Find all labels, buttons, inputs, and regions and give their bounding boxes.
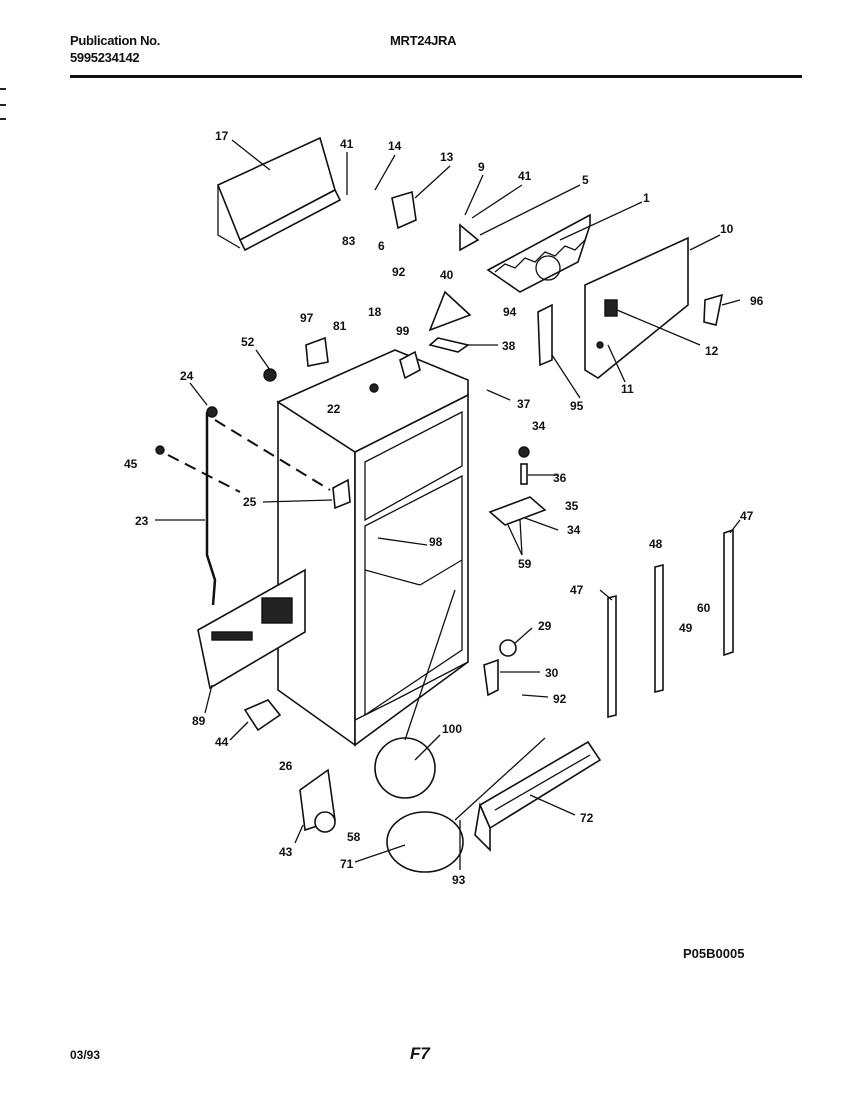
callout-label: 94 bbox=[503, 305, 517, 319]
callout-label: 5 bbox=[582, 173, 589, 187]
callout-label: 17 bbox=[215, 129, 229, 143]
callout-label: 35 bbox=[565, 499, 579, 513]
callout-label: 99 bbox=[396, 324, 410, 338]
callout-label: 89 bbox=[192, 714, 206, 728]
callout-label: 49 bbox=[679, 621, 693, 635]
callout-label: 1 bbox=[643, 191, 650, 205]
publication-number: 5995234142 bbox=[70, 50, 140, 65]
callout-label: 12 bbox=[705, 344, 719, 358]
callout-label: 45 bbox=[124, 457, 138, 471]
callout-label: 26 bbox=[279, 759, 293, 773]
callout-labels: 17 41 14 13 9 41 5 1 10 83 6 92 40 96 94… bbox=[124, 129, 764, 887]
cabinet-drawing bbox=[276, 349, 469, 747]
mounting-plate-drawing bbox=[197, 568, 306, 690]
callout-leaders bbox=[155, 139, 741, 870]
tube-drawing bbox=[205, 412, 217, 606]
callout-label: 83 bbox=[342, 234, 356, 248]
callout-label: 96 bbox=[750, 294, 764, 308]
callout-label: 81 bbox=[333, 319, 347, 333]
small-parts-drawing bbox=[155, 190, 724, 833]
callout-label: 30 bbox=[545, 666, 559, 680]
callout-label: 40 bbox=[440, 268, 454, 282]
detail-circle-100 bbox=[374, 737, 436, 799]
publication-label: Publication No. bbox=[70, 33, 161, 48]
callout-label: 92 bbox=[392, 265, 406, 279]
air-duct-drawing bbox=[486, 213, 591, 293]
callout-label: 59 bbox=[518, 557, 532, 571]
callout-label: 58 bbox=[347, 830, 361, 844]
evaporator-cover-drawing bbox=[216, 136, 342, 252]
header-rule bbox=[70, 75, 802, 78]
callout-label: 38 bbox=[502, 339, 516, 353]
callout-label: 71 bbox=[340, 857, 354, 871]
callout-label: 6 bbox=[378, 239, 385, 253]
callout-label: 9 bbox=[478, 160, 485, 174]
scan-edge-mark bbox=[0, 118, 6, 120]
callout-label: 97 bbox=[300, 311, 314, 325]
assembly-line bbox=[167, 454, 241, 493]
callout-label: 34 bbox=[532, 419, 546, 433]
callout-label: 29 bbox=[538, 619, 552, 633]
callout-label: 93 bbox=[452, 873, 466, 887]
callout-label: 100 bbox=[442, 722, 462, 736]
callout-label: 47 bbox=[570, 583, 584, 597]
revision-date: 03/93 bbox=[70, 1048, 101, 1062]
scan-edge-mark bbox=[0, 104, 6, 106]
back-panel-drawing bbox=[584, 236, 689, 379]
callout-label: 72 bbox=[580, 811, 594, 825]
assembly-line bbox=[214, 419, 331, 491]
callout-label: 34 bbox=[567, 523, 581, 537]
callout-label: 52 bbox=[241, 335, 255, 349]
callout-label: 11 bbox=[621, 382, 634, 396]
detail-circle-71 bbox=[386, 811, 464, 873]
callout-label: 37 bbox=[517, 397, 531, 411]
callout-label: 22 bbox=[327, 402, 341, 416]
callout-label: 13 bbox=[440, 150, 454, 164]
callout-label: 24 bbox=[180, 369, 194, 383]
callout-label: 18 bbox=[368, 305, 382, 319]
callout-label: 48 bbox=[649, 537, 663, 551]
callout-label: 23 bbox=[135, 514, 149, 528]
callout-label: 92 bbox=[553, 692, 567, 706]
callout-label: 14 bbox=[388, 139, 402, 153]
kick-plate-grille-drawing bbox=[474, 740, 602, 852]
scan-edge-mark bbox=[0, 88, 6, 90]
callout-label: 36 bbox=[553, 471, 567, 485]
callout-label: 41 bbox=[518, 169, 532, 183]
callout-label: 43 bbox=[279, 845, 293, 859]
callout-label: 44 bbox=[215, 735, 229, 749]
page-number: F7 bbox=[410, 1044, 430, 1063]
door-rails-drawing bbox=[607, 528, 734, 719]
callout-label: 60 bbox=[697, 601, 711, 615]
callout-label: 25 bbox=[243, 495, 257, 509]
callout-label: 98 bbox=[429, 535, 443, 549]
diagram-code: P05B0005 bbox=[683, 946, 745, 961]
callout-label: 95 bbox=[570, 399, 584, 413]
callout-label: 47 bbox=[740, 509, 754, 523]
model-number: MRT24JRA bbox=[390, 33, 457, 48]
callout-label: 41 bbox=[340, 137, 354, 151]
callout-label: 10 bbox=[720, 222, 734, 236]
